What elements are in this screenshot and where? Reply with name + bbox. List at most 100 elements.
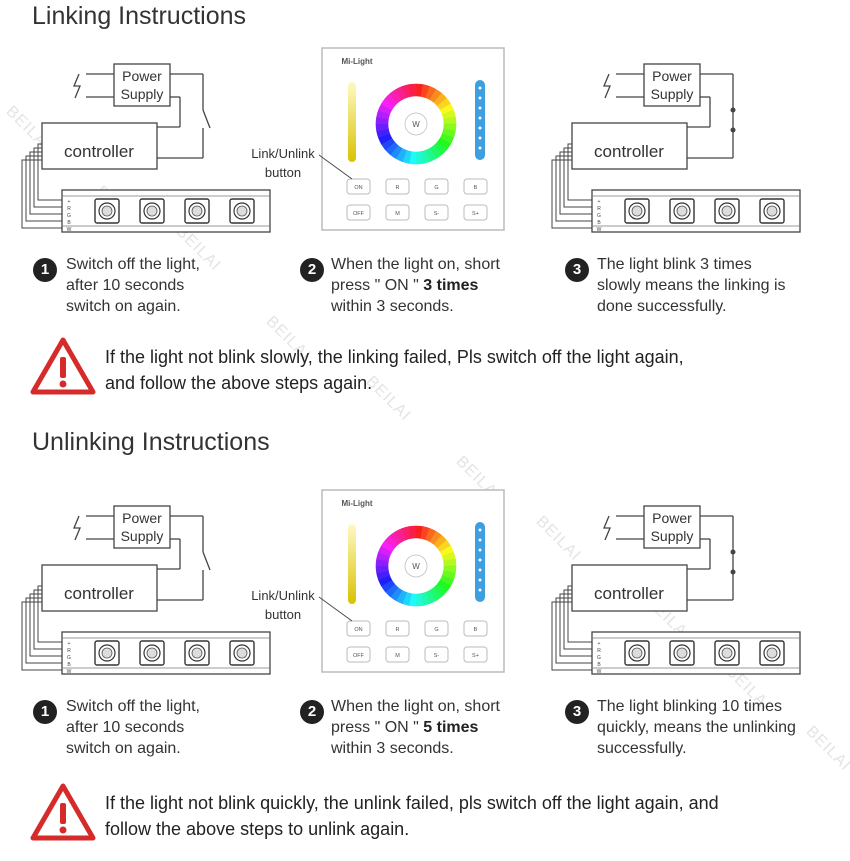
watermark: BEILAI [802, 722, 850, 775]
controller-box [41, 122, 158, 170]
link-button-label: button [265, 165, 301, 180]
mains-lightning-icon [73, 515, 81, 541]
warning-icon [30, 783, 96, 841]
panel-button-r[interactable] [385, 178, 410, 195]
panel-button-b[interactable] [463, 178, 488, 195]
power-supply-label: Supply [651, 86, 694, 102]
mains-lightning-icon [73, 73, 81, 99]
controller-label: controller [64, 142, 134, 161]
controller-label: controller [64, 584, 134, 603]
white-button[interactable] [404, 554, 428, 578]
strip-pin-label: B [597, 220, 601, 226]
section-title-linking: Linking Instructions [32, 2, 247, 30]
panel-button-m[interactable] [385, 204, 410, 221]
strip-pin-label: G [67, 213, 71, 219]
power-supply-box [113, 63, 171, 107]
panel-button-g[interactable] [424, 620, 449, 637]
controller-box [571, 564, 688, 612]
power-supply-label: Power [122, 68, 162, 84]
panel-button-label: S+ [472, 653, 479, 659]
power-supply-label: Power [652, 510, 692, 526]
panel-button-label: ON [354, 185, 362, 191]
brand-logo: Mi-Light [341, 57, 372, 66]
brightness-slider[interactable] [348, 82, 356, 162]
warning-text: If the light not blink quickly, the unli… [105, 793, 719, 839]
mains-lightning-icon [603, 73, 611, 99]
warning-icon [30, 337, 96, 395]
step-number: 3 [565, 258, 589, 282]
step-text: When the light on, short press " ON " 5 … [331, 698, 500, 757]
panel-button-label: S- [434, 211, 440, 217]
step-number: 3 [565, 700, 589, 724]
panel-button-g[interactable] [424, 178, 449, 195]
strip-pin-label: G [597, 213, 601, 219]
panel-button-label: G [434, 627, 438, 633]
power-supply-box [643, 63, 701, 107]
panel-button-r[interactable] [385, 620, 410, 637]
power-supply-label: Supply [651, 528, 694, 544]
warning-text: If the light not blink slowly, the linki… [105, 347, 684, 393]
panel-button-label: S- [434, 653, 440, 659]
panel-button-label: M [395, 653, 400, 659]
strip-pin-label: W [597, 669, 602, 675]
switch-icon [202, 109, 211, 129]
step-number: 1 [33, 258, 57, 282]
brand-logo: Mi-Light [341, 499, 372, 508]
link-button-label: Link/Unlink [251, 588, 315, 603]
panel-button-label: S+ [472, 211, 479, 217]
step-text: Switch off the light, after 10 seconds s… [66, 698, 200, 757]
controller-box [571, 122, 688, 170]
panel-button-off[interactable] [346, 646, 371, 663]
strip-pin-label: R [597, 648, 601, 654]
panel-button-label: ON [354, 627, 362, 633]
power-supply-label: Power [652, 68, 692, 84]
strip-pin-label: G [67, 655, 71, 661]
strip-pin-label: G [597, 655, 601, 661]
controller-box [41, 564, 158, 612]
step-text: The light blink 3 times slowly means the… [597, 256, 786, 315]
power-supply-label: Supply [121, 528, 164, 544]
panel-button-b[interactable] [463, 620, 488, 637]
power-supply-label: Power [122, 510, 162, 526]
link-button-label: Link/Unlink [251, 146, 315, 161]
step-text: Switch off the light, after 10 seconds s… [66, 256, 200, 315]
strip-pin-label: R [597, 206, 601, 212]
panel-button-label: OFF [353, 653, 365, 659]
saturation-slider[interactable] [475, 522, 485, 602]
panel-button-label: B [474, 627, 478, 633]
strip-pin-label: B [597, 662, 601, 668]
power-supply-box [643, 505, 701, 549]
mains-lightning-icon [603, 515, 611, 541]
power-supply-box [113, 505, 171, 549]
panel-button-on[interactable] [346, 178, 371, 195]
panel-button-splus[interactable] [463, 646, 488, 663]
section-title-unlinking: Unlinking Instructions [32, 428, 270, 456]
panel-button-sminus[interactable] [424, 646, 449, 663]
switch-icon [202, 551, 211, 571]
panel-button-on[interactable] [346, 620, 371, 637]
panel-button-sminus[interactable] [424, 204, 449, 221]
strip-pin-label: B [67, 220, 71, 226]
brightness-slider[interactable] [348, 524, 356, 604]
controller-label: controller [594, 142, 664, 161]
panel-button-m[interactable] [385, 646, 410, 663]
strip-pin-label: W [67, 669, 72, 675]
strip-pin-label: + [598, 199, 601, 205]
strip-pin-label: W [67, 227, 72, 233]
step-number: 2 [300, 700, 324, 724]
power-supply-label: Supply [121, 86, 164, 102]
step-text: The light blinking 10 times quickly, mea… [597, 698, 796, 757]
panel-button-off[interactable] [346, 204, 371, 221]
controller-label: controller [594, 584, 664, 603]
panel-button-label: R [396, 185, 400, 191]
white-button[interactable] [404, 112, 428, 136]
panel-button-label: M [395, 211, 400, 217]
step-number: 1 [33, 700, 57, 724]
strip-pin-label: + [68, 199, 71, 205]
white-button-label: W [412, 120, 420, 129]
panel-button-splus[interactable] [463, 204, 488, 221]
saturation-slider[interactable] [475, 80, 485, 160]
